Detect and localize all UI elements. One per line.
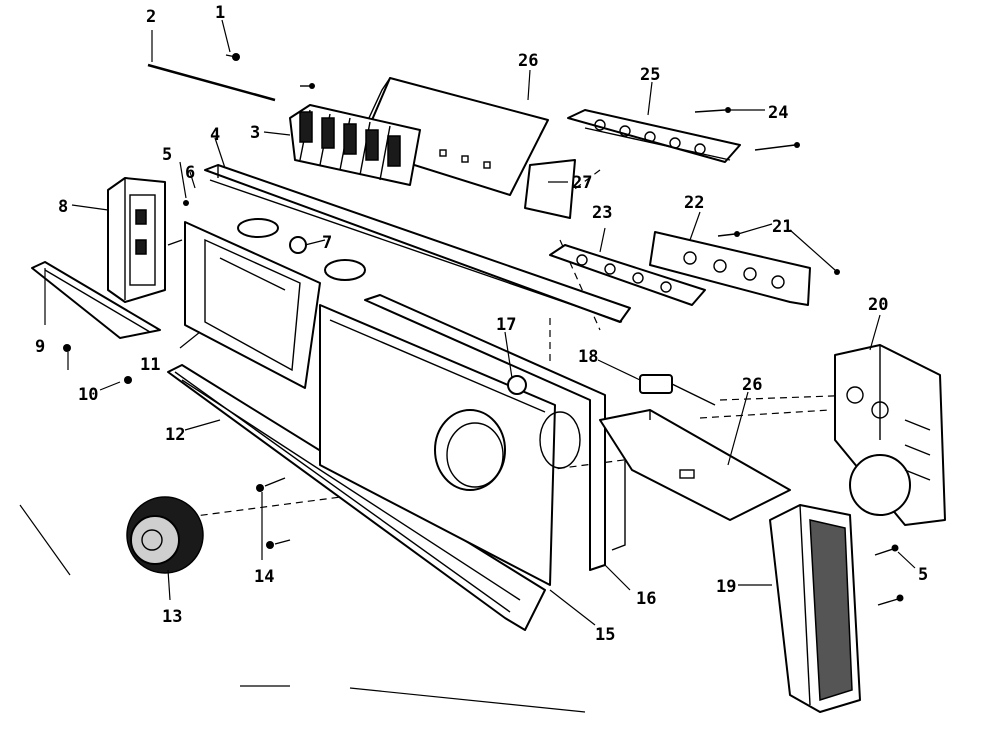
screws-part-21 — [717, 231, 840, 275]
clip-part-6 — [167, 239, 183, 246]
callout-13: 13 — [162, 607, 182, 627]
knob-part-17 — [507, 375, 527, 395]
tray-part-26 — [599, 409, 791, 521]
callout-19: 19 — [716, 577, 736, 597]
callout-11: 11 — [140, 355, 160, 375]
lower-rail-part-12 — [167, 364, 546, 631]
callout-17: 17 — [496, 315, 516, 335]
callout-2: 2 — [146, 7, 156, 27]
callout-1: 1 — [215, 3, 225, 23]
callout-15: 15 — [595, 625, 615, 645]
frame-part-11 — [184, 221, 321, 389]
light-panel-part-19 — [769, 504, 861, 713]
callout-25: 25 — [640, 65, 660, 85]
callout-8: 8 — [58, 197, 68, 217]
timer-assembly-part-20 — [834, 344, 946, 526]
callout-21: 21 — [772, 217, 792, 237]
callout-5-top: 5 — [162, 145, 172, 165]
callout-labels: 2 1 26 25 24 3 4 5 6 27 8 7 22 21 23 20 … — [35, 3, 928, 645]
callout-5-lower: 5 — [918, 565, 928, 585]
callout-14: 14 — [254, 567, 274, 587]
screw-part-1 — [225, 53, 240, 61]
callout-26-lower: 26 — [742, 375, 762, 395]
switch-bar-part-25 — [567, 109, 741, 163]
bracket-part-22 — [649, 231, 811, 306]
stray-lines — [19, 504, 586, 713]
screws-part-10 — [63, 344, 132, 384]
trim-part-9 — [31, 261, 161, 339]
callout-12: 12 — [165, 425, 185, 445]
callout-6: 6 — [185, 163, 195, 183]
switch-bar-part-23 — [549, 244, 706, 306]
control-panel-part-15 — [319, 304, 556, 586]
callout-3: 3 — [250, 123, 260, 143]
screws-part-5b — [874, 544, 904, 606]
callout-22: 22 — [684, 193, 704, 213]
callout-10: 10 — [78, 385, 98, 405]
callout-7: 7 — [322, 233, 332, 253]
dial-knob-part-13 — [126, 496, 204, 574]
screws-part-24 — [694, 107, 800, 151]
leader-lines — [44, 19, 916, 626]
callout-18: 18 — [578, 347, 598, 367]
switch-block-part-3 — [289, 104, 421, 186]
end-bracket-part-8 — [107, 177, 166, 303]
callout-24: 24 — [768, 103, 788, 123]
knob-parts-part-7 — [237, 218, 366, 281]
callout-27: 27 — [572, 173, 592, 193]
callout-20: 20 — [868, 295, 888, 315]
plate-part-27 — [524, 159, 576, 219]
rod-part-2 — [147, 63, 315, 102]
callout-9: 9 — [35, 337, 45, 357]
clip-part-18 — [639, 374, 716, 406]
callout-16: 16 — [636, 589, 656, 609]
screw-part-5a — [183, 200, 189, 206]
callout-23: 23 — [592, 203, 612, 223]
callout-26-top: 26 — [518, 51, 538, 71]
screws-part-14 — [256, 477, 291, 549]
top-rail-part-4 — [204, 164, 631, 323]
callout-4: 4 — [210, 125, 220, 145]
